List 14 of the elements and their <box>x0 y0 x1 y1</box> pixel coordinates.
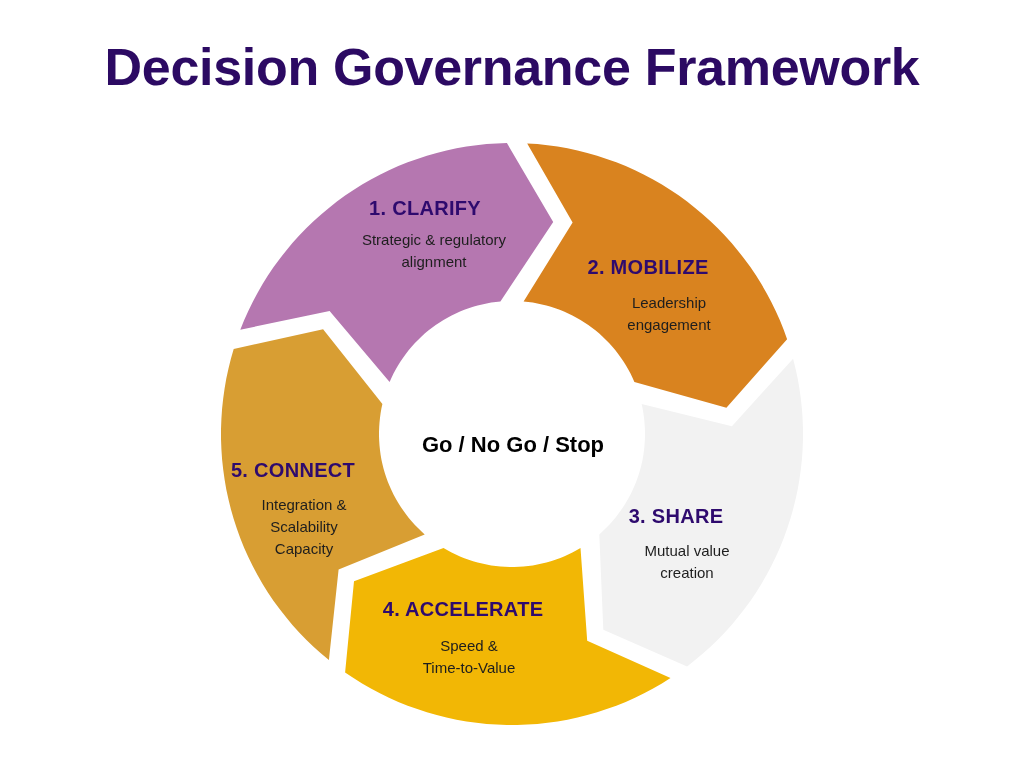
step-description: Strategic & regulatory alignment <box>360 230 508 272</box>
step-description: Mutual value creation <box>643 541 731 583</box>
step-title: 4. ACCELERATE <box>382 597 544 621</box>
step-title: 3. SHARE <box>628 504 724 528</box>
step-title: 5. CONNECT <box>230 458 356 482</box>
chevron-arrow-segment <box>523 143 788 408</box>
step-title: 2. MOBILIZE <box>587 255 709 279</box>
chevron-arrow-segment <box>240 143 554 383</box>
step-description: Integration & Scalability Capacity <box>260 495 348 559</box>
step-description: Speed & Time-to-Value <box>421 636 517 678</box>
center-label: Go / No Go / Stop <box>421 431 605 459</box>
step-title: 1. CLARIFY <box>369 196 481 220</box>
step-description: Leadership engagement <box>626 293 712 335</box>
diagram-title: Decision Governance Framework <box>103 37 921 98</box>
